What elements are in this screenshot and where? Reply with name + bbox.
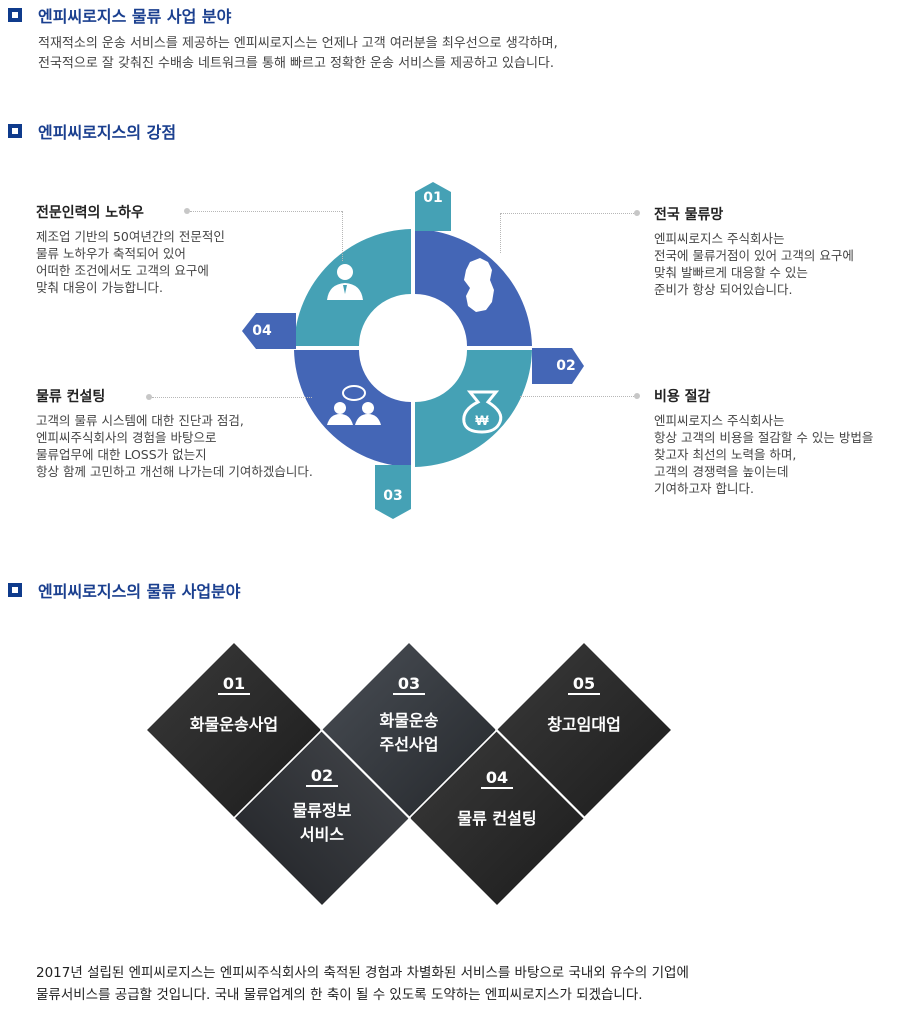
business-label-04: 04 물류 컨설팅 xyxy=(447,768,547,831)
strength-block-01: 전국 물류망 엔피씨로지스 주식회사는 전국에 물류거점이 있어 고객의 요구에… xyxy=(654,204,854,298)
strength-text-line: 항상 함께 고민하고 개선해 나가는데 기여하겠습니다. xyxy=(36,464,313,479)
section-heading-strengths: 엔피씨로지스의 강점 xyxy=(8,120,176,142)
strength-text-line: 찾고자 최선의 노력을 하며, xyxy=(654,447,797,462)
quadrant-02 xyxy=(415,350,532,467)
strength-text-line: 전국에 물류거점이 있어 고객의 요구에 xyxy=(654,248,854,263)
business-name: 화물운송 xyxy=(379,711,439,730)
section-heading-business-fields: 엔피씨로지스의 물류 사업분야 xyxy=(8,579,241,601)
arrow-tab-02 xyxy=(532,348,584,384)
strength-text-line: 어떠한 조건에서도 고객의 요구에 xyxy=(36,263,209,278)
section-bullet-icon xyxy=(8,124,22,138)
strength-text-line: 맞춰 대응이 가능합니다. xyxy=(36,280,163,295)
business-number: 04 xyxy=(485,768,509,787)
closing-paragraph: 2017년 설립된 엔피씨로지스는 엔피씨주식회사의 축적된 경험과 차별화된 … xyxy=(36,962,689,1006)
strength-number-02: 02 xyxy=(556,358,576,374)
closing-line: 2017년 설립된 엔피씨로지스는 엔피씨주식회사의 축적된 경험과 차별화된 … xyxy=(36,965,689,981)
money-bag-won-icon: ₩ xyxy=(462,390,503,434)
business-label-03: 03 화물운송 주선사업 xyxy=(359,674,459,757)
business-name: 서비스 xyxy=(299,825,345,844)
business-name: 물류정보 xyxy=(292,801,352,820)
strength-number-01: 01 xyxy=(423,190,443,206)
strength-title: 전문인력의 노하우 xyxy=(36,205,144,221)
strength-text-line: 엔피씨주식회사의 경험을 바탕으로 xyxy=(36,430,217,445)
business-label-01: 01 화물운송사업 xyxy=(184,674,284,737)
strength-text-line: 물류 노하우가 축적되어 있어 xyxy=(36,246,186,261)
strength-title: 비용 절감 xyxy=(654,389,711,405)
closing-line: 물류서비스를 공급할 것입니다. 국내 물류업계의 한 축이 될 수 있도록 도… xyxy=(36,987,643,1003)
section-description: 적재적소의 운송 서비스를 제공하는 엔피씨로지스는 언제나 고객 여러분을 최… xyxy=(38,34,558,74)
svg-text:₩: ₩ xyxy=(475,412,489,428)
strength-text-line: 항상 고객의 비용을 절감할 수 있는 방법을 xyxy=(654,430,874,445)
business-name: 화물운송사업 xyxy=(189,715,279,734)
description-line: 적재적소의 운송 서비스를 제공하는 엔피씨로지스는 언제나 고객 여러분을 최… xyxy=(38,36,558,51)
section-heading-business-area: 엔피씨로지스 물류 사업 분야 xyxy=(8,4,231,26)
strength-text-line: 고객의 물류 시스템에 대한 진단과 점검, xyxy=(36,413,244,428)
business-name: 물류 컨설팅 xyxy=(457,809,537,828)
arrow-tab-03 xyxy=(375,465,411,519)
arrow-tab-01 xyxy=(415,182,451,231)
business-label-02: 02 물류정보 서비스 xyxy=(272,766,372,847)
section-title: 엔피씨로지스의 강점 xyxy=(38,123,177,142)
strength-block-03: 물류 컨설팅 고객의 물류 시스템에 대한 진단과 점검, 엔피씨주식회사의 경… xyxy=(36,386,313,480)
strength-number-03: 03 xyxy=(383,488,403,504)
section-title: 엔피씨로지스 물류 사업 분야 xyxy=(38,7,232,26)
strength-block-02: 비용 절감 엔피씨로지스 주식회사는 항상 고객의 비용을 절감할 수 있는 방… xyxy=(654,386,873,497)
strengths-diagram: ₩ xyxy=(242,182,584,519)
strength-block-04: 전문인력의 노하우 제조업 기반의 50여년간의 전문적인 물류 노하우가 축적… xyxy=(36,202,225,296)
business-name: 주선사업 xyxy=(379,735,439,754)
strength-text-line: 고객의 경쟁력을 높이는데 xyxy=(654,464,789,479)
consultation-people-icon xyxy=(327,385,381,425)
arrow-tab-04 xyxy=(242,313,296,349)
strength-number-04: 04 xyxy=(252,323,272,339)
business-number: 03 xyxy=(397,674,421,693)
business-number: 02 xyxy=(310,766,334,785)
quadrant-03 xyxy=(294,350,411,467)
business-number: 01 xyxy=(222,674,246,693)
strength-text-line: 제조업 기반의 50여년간의 전문적인 xyxy=(36,229,225,244)
strength-text-line: 기여하고자 합니다. xyxy=(654,481,754,496)
strength-text-line: 맞춰 발빠르게 대응할 수 있는 xyxy=(654,265,808,280)
strength-text-line: 엔피씨로지스 주식회사는 xyxy=(654,231,785,246)
description-line: 전국적으로 잘 갖춰진 수배송 네트워크를 통해 빠르고 정확한 운송 서비스를… xyxy=(38,56,555,71)
strength-title: 전국 물류망 xyxy=(654,207,724,223)
strength-text-line: 엔피씨로지스 주식회사는 xyxy=(654,413,785,428)
business-number: 05 xyxy=(572,674,596,693)
korea-map-icon xyxy=(464,258,494,312)
section-bullet-icon xyxy=(8,8,22,22)
strength-text-line: 물류업무에 대한 LOSS가 없는지 xyxy=(36,447,207,462)
section-title: 엔피씨로지스의 물류 사업분야 xyxy=(38,582,241,601)
business-name: 창고임대업 xyxy=(547,715,621,734)
strength-text-line: 준비가 항상 되어있습니다. xyxy=(654,282,793,297)
strength-title: 물류 컨설팅 xyxy=(36,389,106,405)
section-bullet-icon xyxy=(8,583,22,597)
business-label-05: 05 창고임대업 xyxy=(534,674,634,737)
professional-person-icon xyxy=(327,264,363,300)
